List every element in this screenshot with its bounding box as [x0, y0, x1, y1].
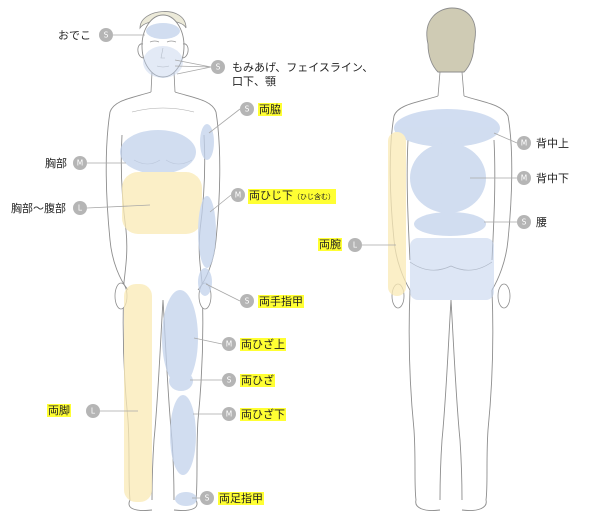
leader-face-2: [174, 65, 212, 68]
front-neck: [150, 71, 176, 93]
zone-leg-full: [124, 284, 152, 502]
svg-text:M: M: [77, 159, 83, 168]
label-thigh: 両ひざ上: [240, 338, 286, 351]
zone-knee: [169, 371, 193, 391]
zone-lower-back: [410, 143, 486, 213]
label-forearm-main: 両ひじ下: [249, 189, 293, 202]
svg-text:S: S: [245, 297, 250, 306]
svg-text:M: M: [226, 340, 232, 349]
badge-chest-abdomen: L: [73, 201, 87, 215]
front-mouth: [156, 65, 170, 68]
leader-underarm: [208, 108, 241, 134]
svg-text:L: L: [91, 407, 96, 416]
badge-forearm: M: [231, 188, 245, 202]
badge-upper-back: M: [517, 136, 531, 150]
leader-face-3: [176, 66, 212, 75]
badge-shin: M: [222, 407, 236, 421]
zone-shin: [170, 395, 196, 475]
front-left-brow: [149, 40, 160, 43]
zone-hips: [410, 238, 494, 300]
svg-text:M: M: [521, 139, 527, 148]
front-right-brow: [166, 40, 177, 43]
badge-face-line: S: [211, 60, 225, 74]
svg-text:L: L: [353, 241, 358, 250]
label-toes: 両足指甲: [218, 492, 264, 505]
label-knee: 両ひざ: [240, 374, 275, 387]
front-feet: [128, 499, 198, 511]
front-zone-overlays: [120, 23, 216, 506]
label-waist: 腰: [536, 216, 547, 229]
label-underarm: 両脇: [258, 103, 282, 116]
svg-text:S: S: [104, 31, 109, 40]
badge-forehead: S: [99, 28, 113, 42]
front-torso-outline: [105, 91, 221, 291]
zone-face-line: [143, 46, 183, 78]
svg-text:S: S: [245, 105, 250, 114]
badge-arm-back: L: [348, 238, 362, 252]
svg-text:S: S: [216, 63, 221, 72]
front-collar: [131, 107, 195, 113]
zone-toes: [175, 492, 197, 506]
badge-waist: S: [517, 215, 531, 229]
back-right-hand: [497, 283, 511, 309]
svg-text:S: S: [227, 376, 232, 385]
label-forearm: 両ひじ下（ひじ含む）: [248, 189, 336, 204]
label-forearm-note: （ひじ含む）: [293, 193, 335, 201]
badge-toes: S: [200, 491, 214, 505]
size-badges: S S S M M L S M S L M S M M S L: [73, 28, 531, 505]
zone-chest: [120, 130, 196, 174]
back-feet: [415, 499, 487, 511]
label-chest-abdomen: 胸部～腹部: [11, 202, 66, 215]
zone-waist: [414, 212, 486, 236]
label-arm-back: 両腕: [318, 238, 342, 251]
leader-face-1: [174, 59, 212, 68]
leader-forearm: [209, 194, 232, 213]
zone-upper-back: [394, 109, 500, 147]
label-face-line: もみあげ、フェイスライン、: [232, 61, 374, 74]
svg-text:M: M: [521, 174, 527, 183]
leader-thigh: [193, 337, 223, 345]
zone-underarm: [200, 124, 214, 160]
leader-hand: [205, 283, 241, 302]
zone-thigh: [162, 290, 198, 386]
badge-lower-back: M: [517, 171, 531, 185]
badge-chest: M: [73, 156, 87, 170]
leader-upper-back: [493, 132, 518, 144]
leader-abdomen: [86, 204, 151, 209]
badge-hand: S: [240, 294, 254, 308]
leader-lines: [86, 34, 518, 499]
svg-text:S: S: [205, 494, 210, 503]
badge-thigh: M: [222, 337, 236, 351]
label-face-line-2: 口下、顎: [232, 75, 276, 88]
back-hair: [426, 7, 476, 73]
back-zone-overlays: [388, 109, 500, 300]
svg-text:M: M: [235, 191, 241, 200]
front-right-ear: [181, 43, 189, 59]
zone-forehead: [146, 23, 180, 39]
badge-leg: L: [86, 404, 100, 418]
svg-text:M: M: [226, 410, 232, 419]
label-leg: 両脚: [47, 404, 71, 417]
front-nose: [160, 47, 165, 59]
badge-knee: S: [222, 373, 236, 387]
label-hand: 両手指甲: [258, 295, 304, 308]
label-lower-back: 背中下: [536, 172, 569, 185]
back-legs-outline: [408, 289, 494, 501]
label-upper-back: 背中上: [536, 137, 569, 150]
badge-underarm: S: [240, 102, 254, 116]
label-forehead: おでこ: [58, 29, 91, 42]
zone-chest-abdomen: [122, 172, 202, 234]
zone-hand-back: [198, 268, 212, 296]
label-shin: 両ひざ下: [240, 408, 286, 421]
zone-arm-back: [388, 132, 406, 296]
back-neck: [437, 71, 465, 97]
zone-forearm: [198, 196, 216, 268]
front-left-ear: [137, 43, 145, 59]
label-chest: 胸部: [45, 157, 67, 170]
svg-text:S: S: [522, 218, 527, 227]
svg-text:L: L: [78, 204, 83, 213]
